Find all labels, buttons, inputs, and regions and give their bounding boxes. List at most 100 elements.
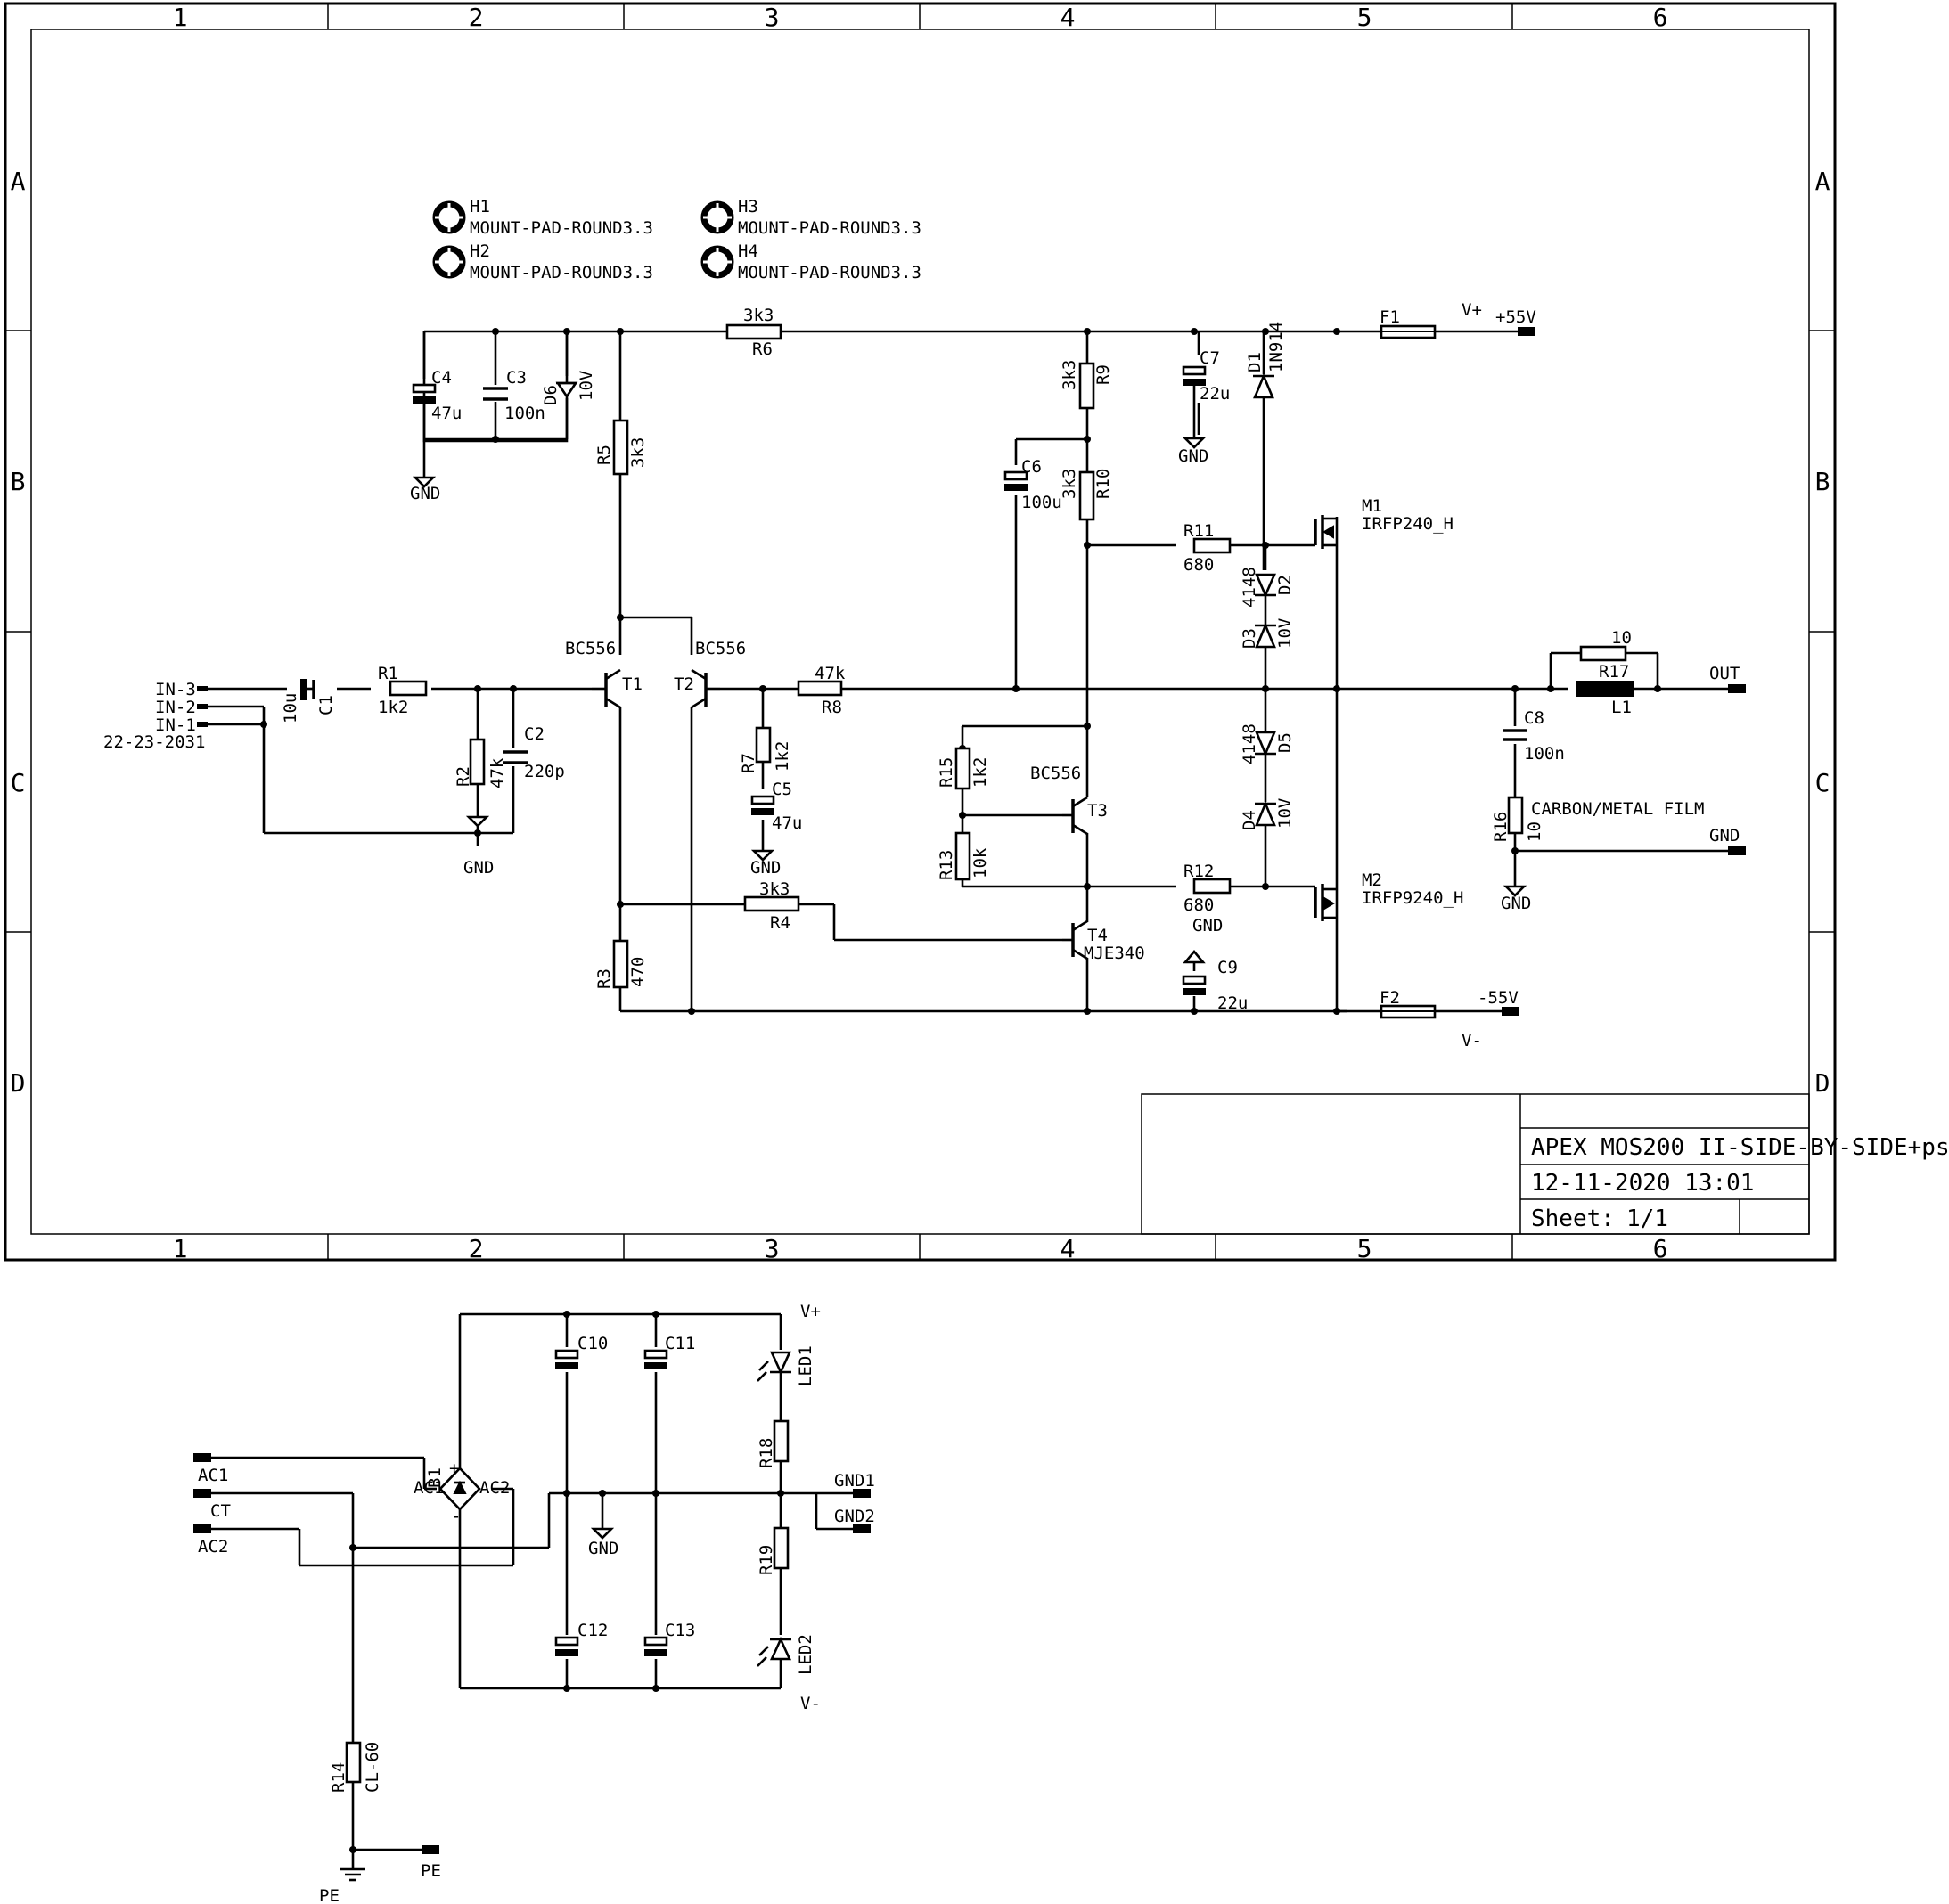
r3-value: 470 [628, 957, 648, 987]
ac1-pin [193, 1453, 211, 1462]
r16-value: 10 [1525, 821, 1544, 842]
row-a-left: A [11, 167, 26, 196]
ac2-label: AC2 [198, 1537, 228, 1557]
capacitor-c9 [1182, 975, 1207, 995]
m1-value: IRFP240_H [1362, 514, 1454, 534]
c10-label: C10 [577, 1334, 608, 1353]
transistor-t4 [1062, 919, 1088, 960]
inductor-l1 [1576, 681, 1634, 697]
l1-ref: L1 [1611, 698, 1632, 717]
pe-pin-label: PE [421, 1861, 441, 1881]
t1-ref: T1 [622, 674, 643, 694]
mount-pad-icon [432, 200, 466, 234]
d6-value: 10V [577, 371, 596, 401]
r13-ref: R13 [937, 850, 956, 880]
r9-value: 3k3 [1060, 360, 1079, 390]
resistor-r5 [612, 419, 629, 476]
led1-label: LED1 [796, 1345, 815, 1386]
c8-value: 100n [1524, 744, 1565, 764]
mount-pad-icon [432, 245, 466, 279]
in1-label: IN-1 [155, 715, 196, 735]
d1-value: 1N914 [1266, 322, 1286, 372]
t1-value: BC556 [565, 639, 616, 658]
ground-icon [1503, 885, 1527, 897]
psu-gnd-label: GND [588, 1539, 618, 1558]
mount-pad-icon [700, 245, 734, 279]
t4-ref: T4 [1087, 926, 1108, 945]
r2-ref: R2 [454, 766, 473, 787]
r16-note: CARBON/METAL FILM [1531, 799, 1704, 819]
ac2-pin [193, 1524, 211, 1533]
ground-icon [1183, 949, 1206, 964]
component-labels: IN-3 IN-2 IN-1 22-23-2031 10u C1 R1 1k2 … [103, 300, 1740, 1050]
sheet-number: 1/1 [1626, 1205, 1668, 1232]
row-b-left: B [11, 467, 26, 496]
h4-value: MOUNT-PAD-ROUND3.3 [738, 263, 921, 282]
r7-ref: R7 [739, 753, 758, 773]
c11-label: C11 [665, 1334, 695, 1353]
d4-ref: D4 [1240, 810, 1259, 830]
t4-value: MJE340 [1084, 944, 1145, 963]
c5-ref: C5 [772, 780, 792, 799]
led2-label: LED2 [796, 1634, 815, 1675]
resistor-r18 [773, 1419, 790, 1463]
r14-value: CL-60 [363, 1742, 382, 1793]
h2-value: MOUNT-PAD-ROUND3.3 [470, 263, 653, 282]
resistor-r16 [1507, 796, 1524, 835]
r11-ref: R11 [1183, 521, 1214, 541]
pe-pin [422, 1845, 439, 1854]
h1-value: MOUNT-PAD-ROUND3.3 [470, 218, 653, 238]
c9-ref: C9 [1217, 958, 1238, 977]
r6-ref: R6 [752, 339, 773, 359]
c1-ref: C1 [316, 695, 336, 715]
capacitor-c13 [643, 1636, 668, 1656]
led1-icon [757, 1351, 792, 1382]
d2-value: 4148 [1240, 567, 1259, 608]
d2-ref: D2 [1275, 575, 1295, 595]
junction-dots [260, 328, 1661, 1015]
r15-value: 1k2 [970, 757, 990, 788]
r17-value: 10 [1611, 628, 1632, 648]
in2-label: IN-2 [155, 698, 196, 717]
col-2-bottom: 2 [469, 1234, 484, 1263]
row-a-right: A [1815, 167, 1830, 196]
c8-ref: C8 [1524, 708, 1544, 728]
col-5-top: 5 [1357, 3, 1372, 32]
r12-value: 680 [1183, 895, 1214, 915]
capacitor-c7 [1182, 365, 1207, 386]
resistor-r19 [773, 1526, 790, 1570]
f1-ref: F1 [1380, 307, 1400, 327]
r11-value: 680 [1183, 555, 1214, 575]
c12-label: C12 [577, 1621, 608, 1640]
resistor-r1 [389, 680, 428, 697]
ground-icon [465, 815, 490, 828]
m1-ref: M1 [1362, 496, 1382, 516]
d4-value: 10V [1275, 798, 1295, 829]
f2-ref: F2 [1380, 988, 1400, 1008]
r3-ref: R3 [594, 968, 614, 989]
row-d-right: D [1815, 1068, 1830, 1098]
vpos-pin [1518, 327, 1535, 336]
sheet-label: Sheet: [1531, 1205, 1615, 1232]
diode-d2 [1255, 573, 1276, 599]
r7-value: 1k2 [773, 741, 792, 772]
col-2-top: 2 [469, 3, 484, 32]
c2-ref: C2 [524, 724, 545, 744]
c4-ref: C4 [431, 368, 452, 388]
r15-ref: R15 [937, 757, 956, 788]
c5-value: 47u [772, 813, 802, 833]
r8-value: 47k [815, 664, 846, 683]
capacitor-c5 [750, 795, 775, 815]
zener-d6 [555, 381, 578, 399]
h2-ref: H2 [470, 241, 490, 261]
c4-value: 47u [431, 404, 462, 423]
capacitor-c1 [300, 679, 315, 700]
d5-value: 4148 [1240, 723, 1259, 764]
row-c-left: C [11, 768, 26, 797]
capacitor-c11 [643, 1349, 668, 1369]
resistor-r11 [1192, 537, 1232, 554]
r6-value: 3k3 [743, 306, 774, 325]
t3-value: BC556 [1030, 764, 1081, 783]
ac1-label: AC1 [198, 1466, 228, 1485]
resistor-r10 [1078, 470, 1095, 521]
